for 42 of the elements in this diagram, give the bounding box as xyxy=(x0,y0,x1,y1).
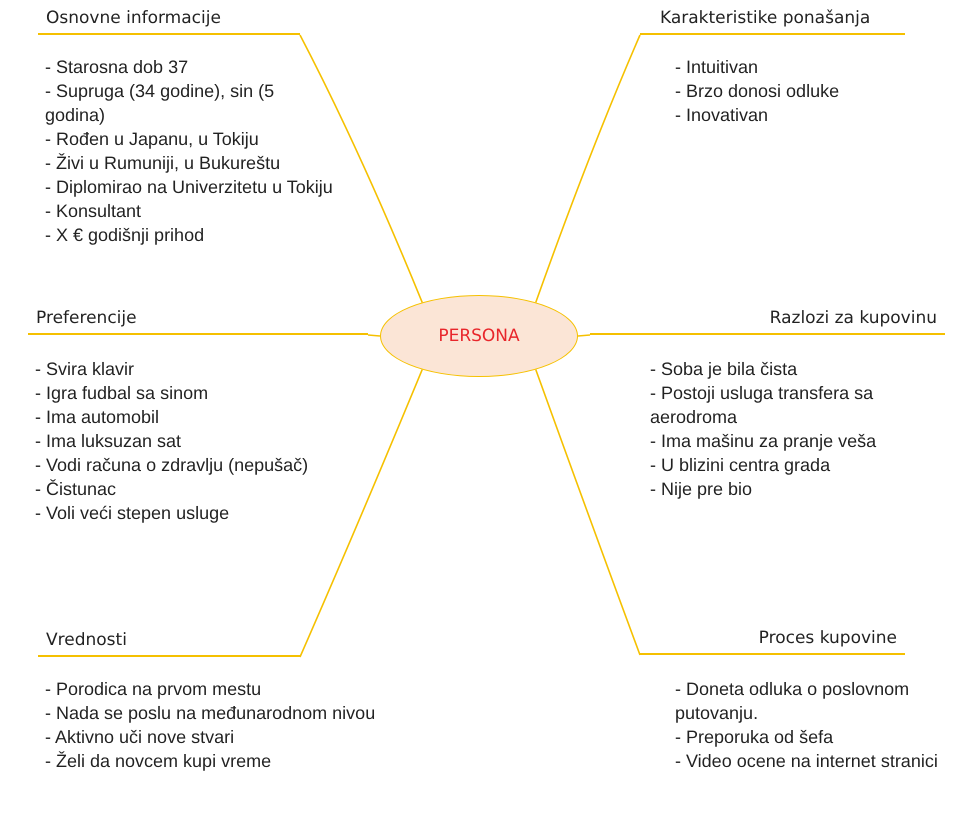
bullet-item: - Voli veći stepen usluge xyxy=(35,502,230,525)
connector-line xyxy=(578,334,590,337)
bullet-item: - Ima luksuzan sat xyxy=(35,430,182,453)
bullet-item: - Doneta odluka o poslovnom putovanju. xyxy=(675,678,910,725)
heading-text: Osnovne informacije xyxy=(46,8,221,28)
connector-line xyxy=(299,34,423,303)
heading-text: Razlozi za kupovinu xyxy=(770,308,937,328)
heading-text: Karakteristike ponašanja xyxy=(660,8,870,28)
heading-text: Proces kupovine xyxy=(758,628,897,648)
bullet-item: - Starosna dob 37 xyxy=(45,56,190,79)
bullet-item: - Vodi računa o zdravlju (nepušač) xyxy=(35,454,310,477)
bullet-item: - Porodica na prvom mestu xyxy=(45,678,262,701)
center-label: PERSONA xyxy=(438,326,520,346)
bullet-item: - Soba je bila čista xyxy=(650,358,798,381)
bullet-item: - X € godišnji prihod xyxy=(45,224,206,247)
bullet-item: - Intuitivan xyxy=(675,56,760,79)
bullet-item: - Konsultant xyxy=(45,200,142,223)
heading-text: Vrednosti xyxy=(46,630,127,650)
bullet-item: - Svira klavir xyxy=(35,358,136,381)
bullet-item: - Nada se poslu na međunarodnom nivou xyxy=(45,702,376,725)
bullet-item: - Ima mašinu za pranje veša xyxy=(650,430,878,453)
bullet-item: - Ima automobil xyxy=(35,406,160,429)
bullet-item: - Igra fudbal sa sinom xyxy=(35,382,210,405)
heading-text: Preferencije xyxy=(36,308,137,328)
bullet-item: - Rođen u Japanu, u Tokiju xyxy=(45,128,260,151)
bullet-item: - Želi da novcem kupi vreme xyxy=(45,750,272,773)
bullet-item: - Preporuka od šefa xyxy=(675,726,834,749)
connector-line xyxy=(299,369,423,658)
bullet-item: - Čistunac xyxy=(35,478,118,501)
connector-line xyxy=(535,34,641,303)
bullet-item: - Video ocene na internet stranici xyxy=(675,750,939,773)
bullet-item: - Inovativan xyxy=(675,104,770,127)
bullet-item: - Brzo donosi odluke xyxy=(675,80,840,103)
bullet-item: - Supruga (34 godine), sin (5 godina) xyxy=(45,80,276,127)
bullet-item: - Postoji usluga transfera sa aerodroma xyxy=(650,382,874,429)
bullet-item: - Nije pre bio xyxy=(650,478,754,501)
bullet-item: - Diplomirao na Univerzitetu u Tokiju xyxy=(45,176,334,199)
connector-line xyxy=(535,369,641,656)
bullet-item: - Živi u Rumuniji, u Bukureštu xyxy=(45,152,282,175)
bullet-item: - U blizini centra grada xyxy=(650,454,832,477)
connector-line xyxy=(368,334,380,337)
bullet-item: - Aktivno uči nove stvari xyxy=(45,726,236,749)
